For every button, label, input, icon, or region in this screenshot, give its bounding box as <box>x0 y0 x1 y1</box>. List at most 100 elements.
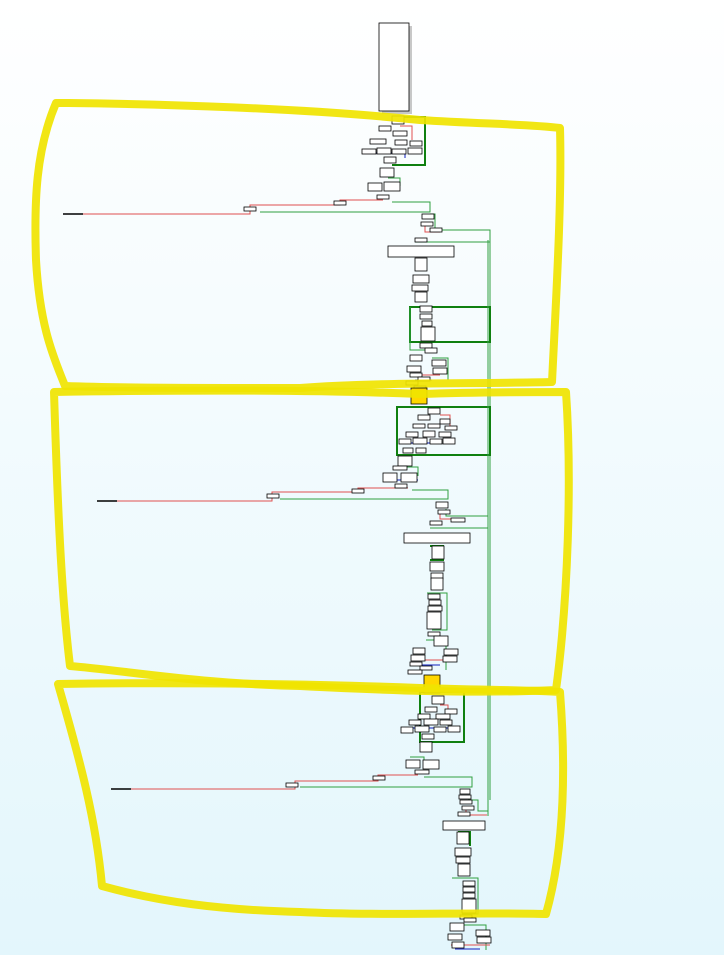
basic-block[interactable] <box>367 182 383 192</box>
basic-block[interactable] <box>397 455 413 467</box>
basic-block[interactable] <box>429 520 443 526</box>
basic-block[interactable] <box>427 593 441 600</box>
basic-block[interactable] <box>447 933 463 941</box>
basic-block[interactable] <box>383 181 401 192</box>
basic-block[interactable] <box>421 733 435 740</box>
basic-block[interactable] <box>424 706 438 713</box>
basic-block[interactable] <box>429 561 445 572</box>
basic-block[interactable] <box>419 741 433 753</box>
basic-block[interactable] <box>417 414 431 421</box>
basic-block[interactable] <box>400 726 414 734</box>
basic-block[interactable] <box>422 430 436 438</box>
basic-block[interactable] <box>437 509 451 515</box>
basic-block[interactable] <box>419 305 433 313</box>
basic-block[interactable] <box>423 718 439 726</box>
basic-block[interactable] <box>406 365 422 373</box>
basic-block[interactable] <box>379 167 395 178</box>
basic-block[interactable] <box>414 237 428 243</box>
basic-block[interactable] <box>382 472 398 483</box>
basic-block[interactable] <box>405 759 421 769</box>
basic-block[interactable] <box>412 423 426 429</box>
basic-block[interactable] <box>414 725 430 733</box>
basic-block[interactable] <box>458 794 472 800</box>
basic-block[interactable] <box>433 726 447 733</box>
basic-block[interactable] <box>427 631 441 637</box>
basic-block[interactable] <box>392 130 408 137</box>
basic-block[interactable] <box>419 342 433 349</box>
basic-block[interactable] <box>457 863 471 877</box>
basic-block[interactable] <box>372 775 386 781</box>
basic-block[interactable] <box>421 320 433 327</box>
basic-block[interactable] <box>450 517 466 523</box>
basic-block[interactable] <box>431 545 445 560</box>
basic-block[interactable] <box>410 654 426 662</box>
basic-block[interactable] <box>383 156 397 164</box>
basic-block[interactable] <box>392 465 408 471</box>
basic-block[interactable] <box>429 438 443 445</box>
basic-block[interactable] <box>433 635 449 647</box>
basic-block[interactable] <box>459 799 473 805</box>
basic-block[interactable] <box>376 194 390 200</box>
basic-block[interactable] <box>438 431 452 438</box>
basic-block[interactable] <box>432 367 448 375</box>
basic-block[interactable] <box>427 605 443 612</box>
basic-block[interactable] <box>454 847 472 857</box>
basic-block[interactable] <box>456 831 470 845</box>
basic-block[interactable] <box>462 886 476 893</box>
basic-block[interactable] <box>391 148 407 155</box>
basic-block[interactable] <box>461 805 475 811</box>
basic-block[interactable] <box>459 788 471 795</box>
basic-block[interactable] <box>409 354 423 362</box>
basic-block[interactable] <box>422 759 440 770</box>
basic-block[interactable] <box>447 725 461 733</box>
entry-block[interactable] <box>378 22 410 112</box>
basic-block[interactable] <box>443 648 459 656</box>
basic-block[interactable] <box>462 880 476 887</box>
basic-block[interactable] <box>435 501 449 509</box>
basic-block[interactable] <box>428 599 442 606</box>
basic-block[interactable] <box>378 125 392 132</box>
basic-block[interactable] <box>455 856 471 864</box>
basic-block[interactable] <box>412 437 428 445</box>
basic-block[interactable] <box>403 532 471 544</box>
basic-block[interactable] <box>444 425 458 431</box>
basic-block[interactable] <box>457 811 471 817</box>
basic-block[interactable] <box>412 274 430 284</box>
basic-block[interactable] <box>419 665 433 671</box>
basic-block[interactable] <box>398 438 412 445</box>
basic-block[interactable] <box>439 719 453 726</box>
basic-block[interactable] <box>285 782 299 788</box>
basic-block[interactable] <box>424 347 438 354</box>
basic-block[interactable] <box>427 407 441 415</box>
basic-block[interactable] <box>369 138 387 145</box>
basic-block[interactable] <box>361 148 377 155</box>
basic-block[interactable] <box>442 820 486 831</box>
basic-block[interactable] <box>266 493 280 499</box>
basic-block[interactable] <box>431 359 447 367</box>
basic-block[interactable] <box>420 221 434 227</box>
basic-block[interactable] <box>394 483 408 489</box>
basic-block[interactable] <box>435 713 451 720</box>
basic-block[interactable] <box>442 655 458 663</box>
basic-block[interactable] <box>451 941 465 949</box>
basic-block[interactable] <box>408 719 422 726</box>
basic-block[interactable] <box>351 488 365 494</box>
basic-block[interactable] <box>387 245 455 258</box>
basic-block[interactable] <box>442 437 456 445</box>
basic-block[interactable] <box>402 447 414 454</box>
basic-block[interactable] <box>427 423 441 429</box>
basic-blocks[interactable] <box>243 115 492 949</box>
basic-block[interactable] <box>431 695 445 705</box>
basic-block[interactable] <box>411 284 429 292</box>
basic-block[interactable] <box>420 326 436 342</box>
basic-block[interactable] <box>421 213 435 220</box>
basic-block[interactable] <box>333 200 347 206</box>
basic-block[interactable] <box>407 147 423 155</box>
basic-block[interactable] <box>409 140 423 147</box>
basic-block[interactable] <box>407 669 423 675</box>
basic-block[interactable] <box>419 313 433 320</box>
basic-block[interactable] <box>463 917 477 923</box>
basic-block[interactable] <box>409 661 423 667</box>
